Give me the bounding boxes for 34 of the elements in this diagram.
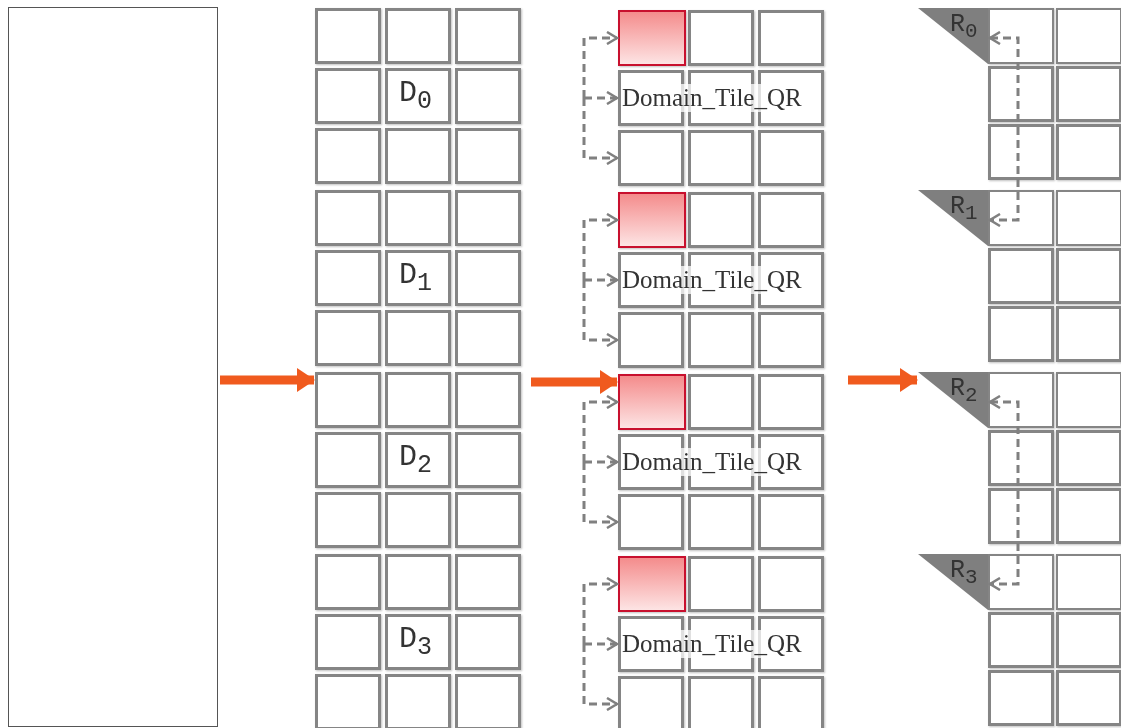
- block-label: R$_{2}$: [950, 374, 978, 407]
- dashed-arrow: [988, 30, 1020, 228]
- highlighted-tile: [618, 192, 686, 248]
- dashed-arrow: [582, 98, 619, 166]
- block-label: D$_{1}$: [399, 258, 433, 298]
- dashed-arrow: [582, 90, 619, 106]
- arrow: [220, 368, 315, 392]
- dashed-arrow: [582, 212, 619, 280]
- tile-label: Domain_Tile_QR: [622, 84, 802, 112]
- highlighted-tile: [618, 374, 686, 430]
- arrow: [531, 370, 618, 394]
- dashed-arrow: [582, 576, 619, 644]
- highlighted-tile: [618, 556, 686, 612]
- block-label: D$_{2}$: [399, 440, 433, 480]
- tile-label: Domain_Tile_QR: [622, 448, 802, 476]
- arrow: [848, 368, 918, 392]
- dashed-arrow: [582, 454, 619, 470]
- panel-box: [8, 7, 218, 727]
- block-label: D$_{0}$: [399, 76, 433, 116]
- dashed-arrow: [582, 636, 619, 652]
- dashed-arrow: [582, 462, 619, 530]
- block-label: R$_{0}$: [950, 10, 978, 43]
- block-label: R$_{3}$: [950, 556, 978, 589]
- dashed-arrow: [988, 394, 1020, 592]
- dashed-arrow: [582, 394, 619, 462]
- block-label: D$_{3}$: [399, 622, 433, 662]
- highlighted-tile: [618, 10, 686, 66]
- dashed-arrow: [582, 280, 619, 348]
- dashed-arrow: [582, 30, 619, 98]
- tile-label: Domain_Tile_QR: [622, 630, 802, 658]
- block-label: R$_{1}$: [950, 192, 978, 225]
- tile-label: Domain_Tile_QR: [622, 266, 802, 294]
- dashed-arrow: [582, 272, 619, 288]
- dashed-arrow: [582, 644, 619, 712]
